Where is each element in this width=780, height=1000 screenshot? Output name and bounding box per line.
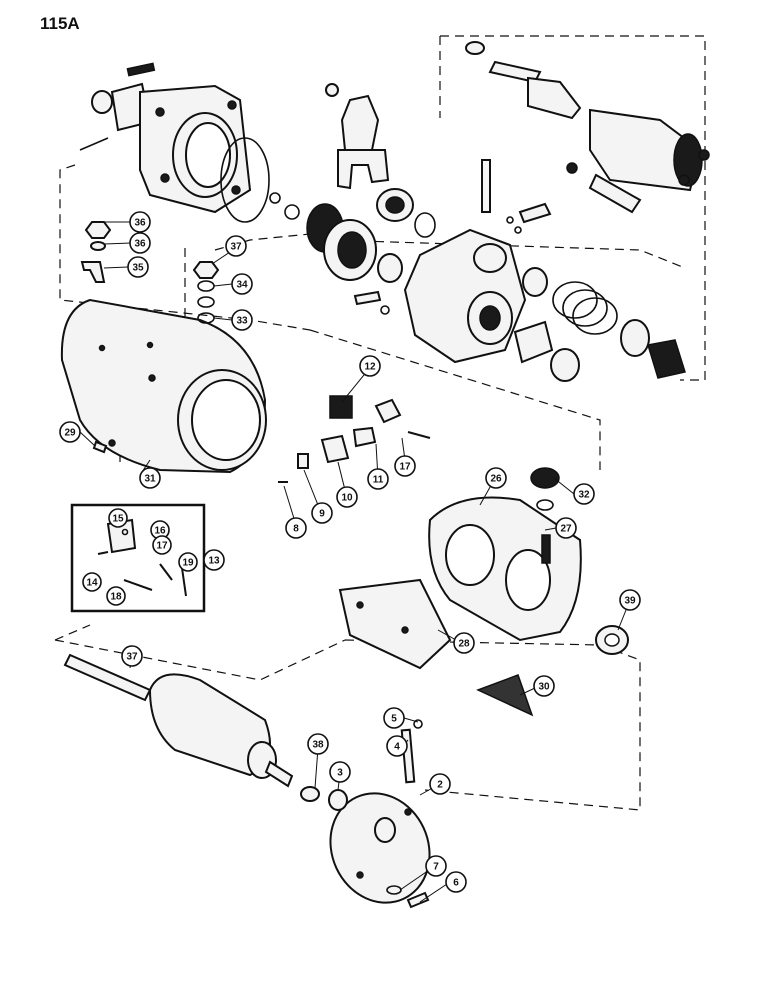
svg-text:8: 8: [293, 524, 299, 535]
callout-36b: 37: [225, 235, 247, 257]
callout-17a: 17: [394, 455, 416, 477]
callout-12: 12: [359, 355, 381, 377]
svg-text:4: 4: [394, 742, 400, 753]
bushing: [595, 625, 629, 655]
drive-pinion: [269, 188, 436, 283]
callout-14: 14: [82, 572, 102, 592]
svg-text:5: 5: [391, 714, 397, 725]
svg-text:32: 32: [578, 490, 590, 501]
callout-27: 28: [453, 632, 475, 654]
svg-text:15: 15: [112, 514, 124, 525]
callout-31: 32: [573, 483, 595, 505]
intermediate-housing: [353, 159, 552, 364]
callout-9: 9: [311, 502, 333, 524]
svg-text:18: 18: [110, 592, 122, 603]
callout-8: 8: [285, 517, 307, 539]
svg-text:13: 13: [208, 556, 220, 567]
svg-text:26: 26: [490, 474, 502, 485]
svg-text:36: 36: [134, 239, 146, 250]
frame-hardware: [80, 221, 220, 454]
callout-11: 11: [367, 468, 389, 490]
svg-text:27: 27: [560, 524, 572, 535]
svg-text:9: 9: [319, 509, 325, 520]
svg-text:28: 28: [458, 639, 470, 650]
armature: [63, 653, 294, 788]
svg-text:10: 10: [341, 493, 353, 504]
svg-text:14: 14: [86, 578, 98, 589]
svg-text:31: 31: [144, 474, 156, 485]
svg-text:29: 29: [64, 428, 76, 439]
callout-30: 31: [139, 467, 161, 489]
end-frame: [300, 719, 431, 909]
callout-3: 3: [329, 761, 351, 783]
callout-17b: 17: [152, 535, 172, 555]
svg-text:6: 6: [453, 878, 459, 889]
callout-34: 35: [127, 256, 149, 278]
svg-text:30: 30: [538, 682, 550, 693]
callout-28: 29: [59, 421, 81, 443]
callout-29: 30: [533, 675, 555, 697]
callout-5: 5: [383, 707, 405, 729]
svg-text:11: 11: [373, 475, 384, 486]
svg-text:3: 3: [337, 768, 343, 779]
callout-35: 36: [129, 232, 151, 254]
callout-33: 34: [231, 273, 253, 295]
svg-text:38: 38: [312, 740, 324, 751]
svg-text:37: 37: [230, 242, 242, 253]
pole-shoe: [338, 578, 452, 670]
callout-6: 6: [445, 871, 467, 893]
callout-26: 27: [555, 517, 577, 539]
svg-text:33: 33: [236, 316, 248, 327]
svg-text:17: 17: [156, 541, 168, 552]
callout-25: 26: [485, 467, 507, 489]
svg-text:36: 36: [134, 218, 146, 229]
svg-text:35: 35: [132, 263, 144, 274]
callout-2: 2: [429, 773, 451, 795]
callout-37: 37: [121, 645, 143, 667]
svg-text:16: 16: [154, 526, 166, 537]
svg-text:37: 37: [126, 652, 138, 663]
svg-text:2: 2: [437, 780, 443, 791]
callout-13: 13: [203, 549, 225, 571]
insulator: [476, 674, 534, 717]
solenoid-assembly: [465, 41, 710, 214]
callouts: 36 36 35 37 34 33 29 31 12 17 11 10 9 8 …: [59, 211, 641, 893]
callout-36a: 36: [129, 211, 151, 233]
svg-text:7: 7: [433, 862, 439, 873]
callout-39: 39: [619, 589, 641, 611]
brush-parts: [278, 395, 431, 483]
svg-text:17: 17: [399, 462, 411, 473]
field-frame: [60, 298, 267, 474]
svg-text:12: 12: [364, 362, 376, 373]
svg-text:19: 19: [182, 558, 194, 569]
callout-19: 19: [178, 552, 198, 572]
svg-text:39: 39: [624, 596, 636, 607]
callout-15: 15: [108, 508, 128, 528]
page-number: 115A: [40, 14, 80, 33]
drive-housing: [79, 62, 270, 223]
callout-18: 18: [106, 586, 126, 606]
callout-32: 33: [231, 309, 253, 331]
spring-stack: [513, 267, 686, 382]
field-coils: [428, 467, 582, 642]
callout-7: 7: [425, 855, 447, 877]
shift-lever: [325, 83, 390, 190]
callout-38: 38: [307, 733, 329, 755]
callout-4: 4: [386, 735, 408, 757]
callout-10: 10: [336, 486, 358, 508]
svg-text:34: 34: [236, 280, 248, 291]
